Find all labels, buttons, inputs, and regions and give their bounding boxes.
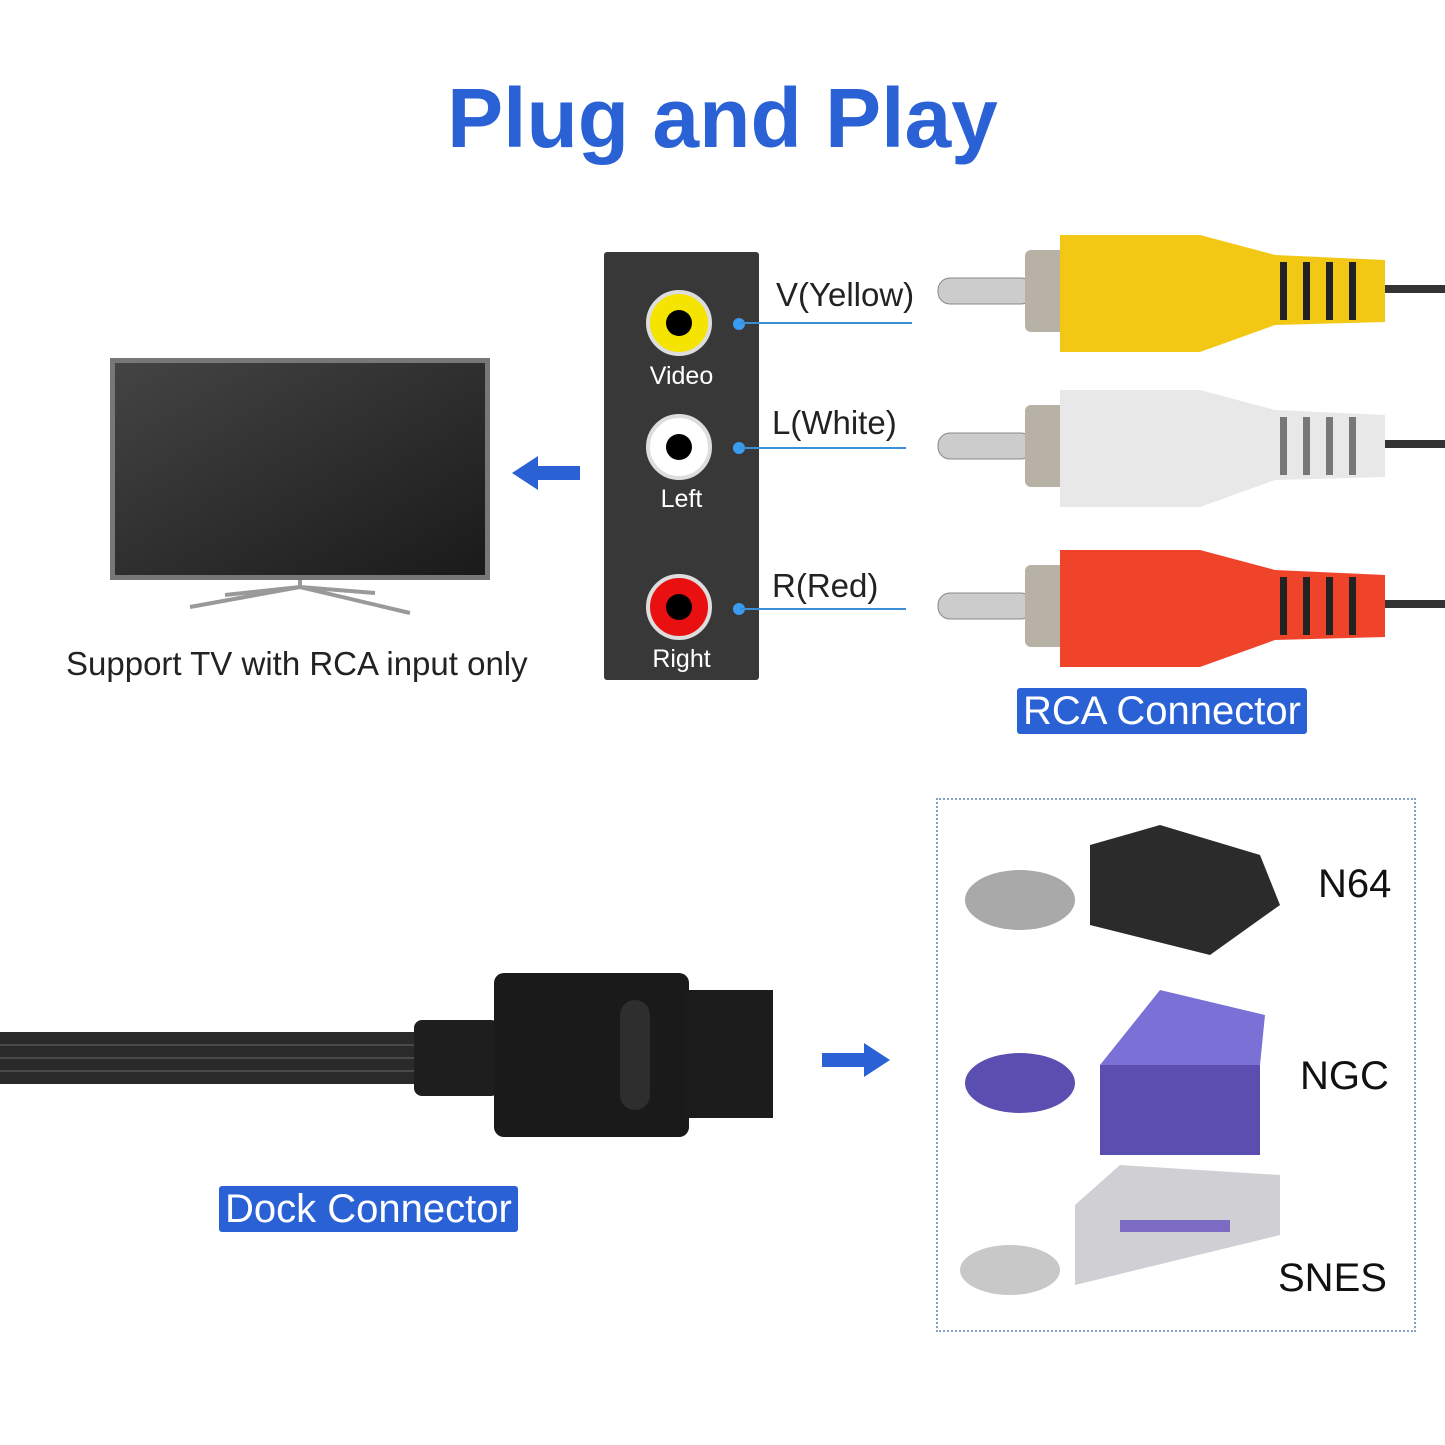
- compatible-consoles-box: [936, 798, 1416, 1332]
- page-title: Plug and Play: [447, 71, 998, 165]
- jack-label: Left: [660, 485, 703, 513]
- pointer-line: [740, 608, 906, 610]
- arrow-left-icon: [512, 456, 580, 490]
- pointer-line: [740, 447, 906, 449]
- tv-image: [110, 358, 490, 615]
- pointer-dot: [733, 442, 745, 454]
- right-jack: [646, 574, 712, 640]
- pointer-dot: [733, 603, 745, 615]
- consoles-image: [960, 825, 1280, 1295]
- dock-connector-image: [0, 973, 773, 1137]
- rca-input-panel: Video Left Right: [604, 252, 759, 680]
- plug-label: V(Yellow): [776, 276, 915, 313]
- plug-label: L(White): [772, 404, 897, 441]
- console-label-ngc: NGC: [1300, 1054, 1389, 1098]
- dock-connector-tag: Dock Connector: [219, 1186, 518, 1232]
- pointer-line: [740, 322, 912, 324]
- left-jack: [646, 414, 712, 480]
- rca-plugs-image: [937, 235, 1445, 667]
- rca-connector-tag: RCA Connector: [1017, 688, 1307, 734]
- console-label-n64: N64: [1318, 862, 1392, 906]
- console-label-snes: SNES: [1278, 1256, 1387, 1300]
- pointer-dot: [733, 318, 745, 330]
- arrow-right-icon: [822, 1043, 890, 1077]
- jack-label: Right: [652, 645, 711, 673]
- video-jack: [646, 290, 712, 356]
- jack-label: Video: [649, 362, 714, 390]
- tv-caption: Support TV with RCA input only: [66, 645, 528, 682]
- plug-label: R(Red): [772, 567, 879, 604]
